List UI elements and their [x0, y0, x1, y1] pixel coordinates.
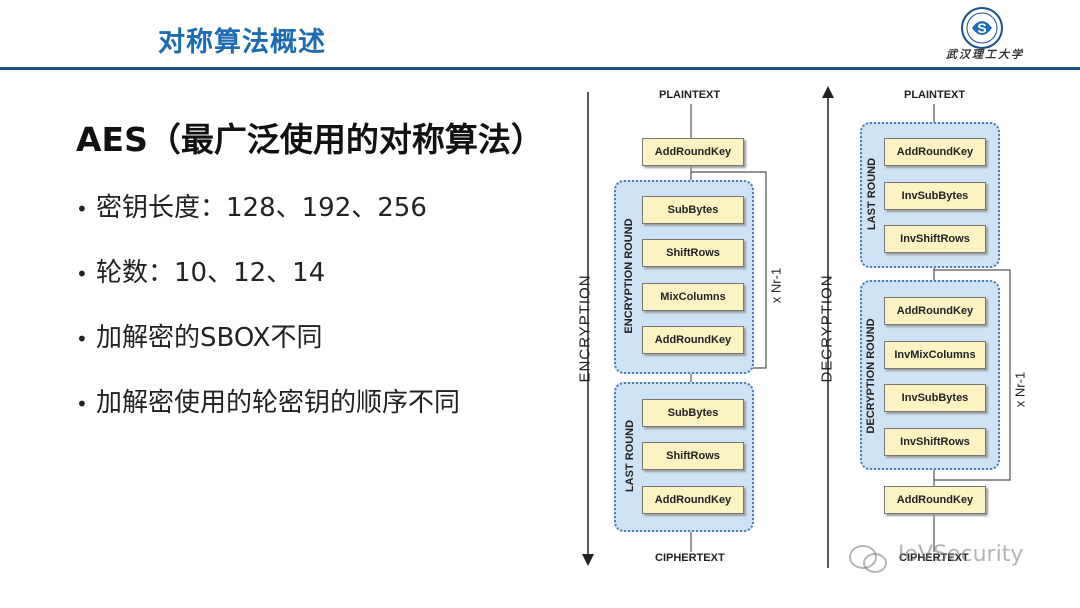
university-logo-icon: S: [961, 7, 1003, 49]
bullet-text: 加解密使用的轮密钥的顺序不同: [96, 388, 461, 418]
bullet-dot-icon: •: [76, 197, 88, 221]
bullet-item: • 加解密使用的轮密钥的顺序不同: [76, 387, 460, 419]
enc-loop-label: x Nr-1: [768, 267, 784, 304]
enc-round-step: AddRoundKey: [642, 326, 744, 354]
enc-ciphertext-label: CIPHERTEXT: [655, 552, 725, 564]
dec-last-round-step: InvShiftRows: [884, 225, 986, 253]
bullet-text: 密钥长度：128、192、256: [96, 193, 427, 223]
enc-round-step: MixColumns: [642, 283, 744, 311]
enc-round-step: ShiftRows: [642, 239, 744, 267]
dec-round-step: InvSubBytes: [884, 384, 986, 412]
dec-loop-label: x Nr-1: [1012, 371, 1028, 408]
dec-round-step: InvMixColumns: [884, 341, 986, 369]
decryption-loop-line: [934, 269, 1011, 481]
dec-initial-addroundkey: AddRoundKey: [884, 486, 986, 514]
dec-last-round-label: LAST ROUND: [866, 157, 878, 231]
bullet-text: 加解密的SBOX不同: [96, 323, 323, 353]
encryption-round-label: ENCRYPTION ROUND: [623, 218, 635, 334]
aes-diagram: PLAINTEXT AddRoundKey SubBytes ShiftRows…: [570, 80, 1040, 580]
enc-plaintext-label: PLAINTEXT: [659, 89, 721, 101]
bullet-dot-icon: •: [76, 392, 88, 416]
bullet-dot-icon: •: [76, 262, 88, 286]
bullet-text: 轮数：10、12、14: [96, 258, 326, 288]
bullet-item: • 轮数：10、12、14: [76, 257, 460, 289]
dec-round-step: AddRoundKey: [884, 297, 986, 325]
enc-last-round-step: SubBytes: [642, 399, 744, 427]
enc-last-round-step: ShiftRows: [642, 442, 744, 470]
wechat-icon: [849, 545, 887, 573]
bullet-dot-icon: •: [76, 327, 88, 351]
watermark-text: IoVSecurity: [898, 542, 1024, 567]
dec-round-step: InvShiftRows: [884, 428, 986, 456]
dec-last-round-step: InvSubBytes: [884, 182, 986, 210]
header-divider: [0, 67, 1080, 70]
dec-plaintext-label: PLAINTEXT: [904, 89, 966, 101]
bullet-list: • 密钥长度：128、192、256 • 轮数：10、12、14 • 加解密的SBOX…: [76, 192, 460, 452]
encryption-side-label: ENCRYPTION: [576, 274, 594, 383]
dec-last-round-step: AddRoundKey: [884, 138, 986, 166]
logo-letter: S: [977, 20, 986, 36]
enc-last-round-step: AddRoundKey: [642, 486, 744, 514]
decryption-side-label: DECRYPTION: [818, 274, 836, 383]
enc-last-round-label: LAST ROUND: [624, 419, 636, 493]
bullet-item: • 密钥长度：128、192、256: [76, 192, 460, 224]
decryption-round-label: DECRYPTION ROUND: [865, 318, 877, 434]
university-name: 武汉理工大学: [946, 48, 1024, 61]
dec-ciphertext-label: CIPHERTEXT: [899, 552, 969, 564]
enc-initial-addroundkey: AddRoundKey: [642, 138, 744, 166]
bullet-item: • 加解密的SBOX不同: [76, 322, 460, 354]
enc-round-step: SubBytes: [642, 196, 744, 224]
main-heading: AES（最广泛使用的对称算法）: [76, 120, 544, 159]
slide-title: 对称算法概述: [158, 27, 326, 58]
